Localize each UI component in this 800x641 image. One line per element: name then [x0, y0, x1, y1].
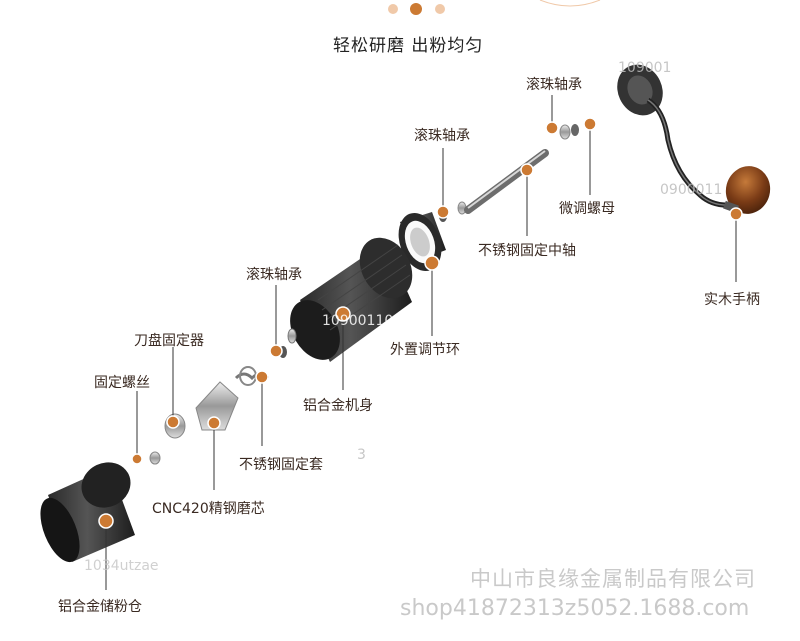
- company-name: 中山市良缘金属制品有限公司: [470, 567, 756, 591]
- burr: [149, 381, 239, 465]
- label-shaft: 不锈钢固定中轴: [478, 243, 576, 259]
- label-adjust-ring: 外置调节环: [390, 342, 460, 358]
- callout-markers: [98, 117, 743, 529]
- page-dots: [388, 0, 601, 15]
- label-body: 铝合金机身: [303, 398, 373, 414]
- watermark-3: 10900110: [322, 313, 394, 329]
- label-bearing-mid: 滚珠轴承: [414, 128, 470, 144]
- watermark-2: 0900011: [660, 182, 723, 198]
- label-bin: 铝合金储粉仓: [58, 599, 142, 615]
- leader-lines: [105, 95, 737, 590]
- label-sleeve: 不锈钢固定套: [239, 457, 323, 473]
- watermark-5: 3: [357, 447, 366, 463]
- label-burr-holder: 刀盘固定器: [134, 333, 204, 349]
- watermark-4: 1034utzae: [84, 558, 159, 574]
- page-title: 轻松研磨 出粉均匀: [333, 36, 484, 56]
- label-bearing-top: 滚珠轴承: [526, 77, 582, 93]
- handle-crank: [617, 64, 771, 214]
- watermark-1: 109001: [618, 60, 672, 76]
- label-handle: 实木手柄: [704, 292, 760, 308]
- shaft: [464, 149, 549, 214]
- label-burr: CNC420精钢磨芯: [152, 501, 265, 517]
- shop-url: shop41872313z5052.1688.com: [400, 596, 750, 621]
- grinder-body: [290, 237, 413, 362]
- powder-bin: [40, 462, 135, 563]
- label-screw: 固定螺丝: [94, 375, 150, 391]
- label-bearing-low: 滚珠轴承: [246, 267, 302, 283]
- label-micro-nut: 微调螺母: [559, 201, 615, 217]
